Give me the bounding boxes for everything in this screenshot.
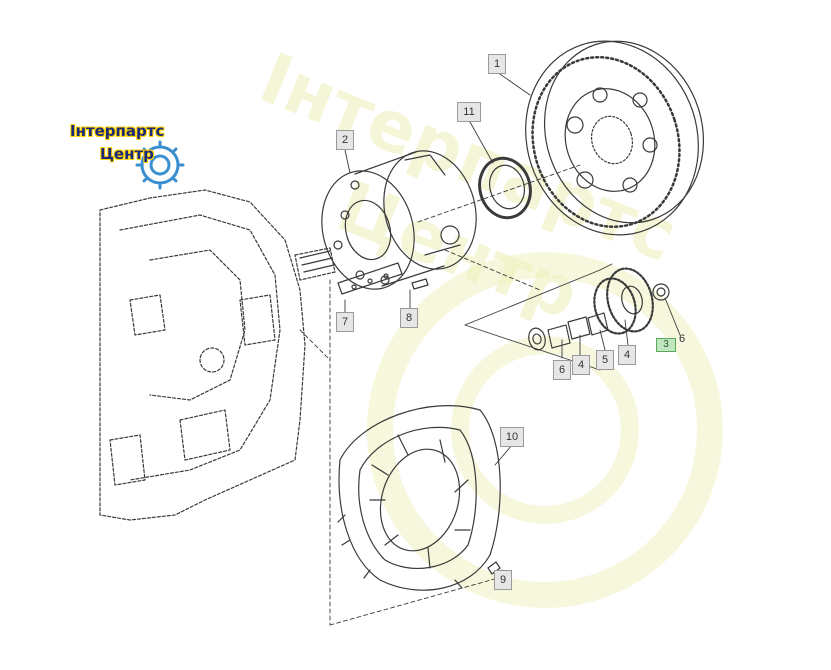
planet-carrier [321,150,477,290]
logo-text-line1: Інтерпартс [70,122,165,140]
callout-4-left: 4 [572,355,590,375]
callout-5: 5 [596,350,614,370]
callout-9: 9 [494,570,512,590]
seal-ring [478,156,532,220]
company-logo: Інтерпартс Центр [70,120,195,190]
bolt [487,561,501,575]
logo-text-line2: Центр [100,145,154,163]
planet-gear-assembly [593,267,670,335]
callout-11: 11 [457,102,481,122]
callout-6-left: 6 [553,360,571,380]
callout-4-right: 4 [618,345,636,365]
callout-6-right: 6 [679,333,686,345]
output-shaft [294,247,336,281]
logo-gear-icon [135,140,185,190]
brake-cover [337,405,501,591]
planet-shaft [337,262,403,295]
callout-10: 10 [500,427,524,447]
transmission-housing [99,189,306,521]
callout-7: 7 [336,312,354,332]
callout-8: 8 [400,308,418,328]
roll-pin [411,278,429,290]
callout-1: 1 [488,54,506,74]
ring-gear [525,40,705,236]
callout-3: 3 [656,338,676,352]
callout-2: 2 [336,130,354,150]
leader-lines [299,71,681,626]
